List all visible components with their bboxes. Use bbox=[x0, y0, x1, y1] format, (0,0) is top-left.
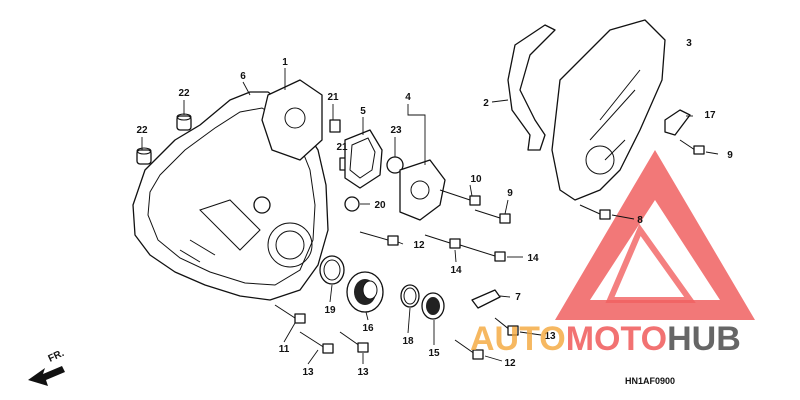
callout-14-left: 14 bbox=[450, 265, 462, 276]
callout-9-middle: 9 bbox=[507, 188, 513, 199]
bolt-14-right bbox=[459, 244, 506, 262]
bolt-9-right bbox=[679, 139, 705, 155]
gasket bbox=[344, 129, 383, 189]
callout-11: 11 bbox=[279, 344, 290, 355]
bolt-11 bbox=[274, 304, 306, 324]
dowel-pin-lower bbox=[136, 147, 152, 165]
bolt-13-right bbox=[494, 317, 519, 336]
callout-4: 4 bbox=[405, 92, 411, 103]
callout-15: 15 bbox=[428, 348, 440, 359]
bolt-12-lower bbox=[454, 339, 484, 360]
callout-7: 7 bbox=[515, 292, 521, 303]
callout-labels: 1 2 3 4 5 6 7 8 9 9 10 11 12 12 13 13 13… bbox=[136, 38, 733, 378]
cover-cap bbox=[261, 79, 323, 161]
callout-19: 19 bbox=[324, 305, 336, 316]
hole-cap-small bbox=[421, 292, 445, 320]
bolt-13-lower-mid bbox=[339, 331, 369, 353]
bolt-14-left bbox=[424, 234, 461, 249]
callout-22-upper: 22 bbox=[178, 88, 190, 99]
callout-3: 3 bbox=[686, 38, 692, 49]
callout-16: 16 bbox=[362, 323, 374, 334]
callout-20: 20 bbox=[374, 200, 386, 211]
callout-14-right: 14 bbox=[527, 253, 539, 264]
bracket bbox=[507, 24, 556, 151]
callout-21-upper: 21 bbox=[327, 92, 339, 103]
callout-12-upper: 12 bbox=[413, 240, 425, 251]
watermark-brand-hub: HUB bbox=[667, 320, 741, 358]
svg-text:AUTOMOTOHUB: AUTOMOTOHUB bbox=[470, 320, 741, 358]
bolt-10 bbox=[439, 189, 481, 206]
direction-label: FR. bbox=[47, 348, 66, 365]
watermark-brand-auto: AUTO bbox=[470, 320, 566, 358]
sprocket-cover bbox=[551, 19, 666, 201]
callout-5: 5 bbox=[360, 106, 366, 117]
bolt-9-middle bbox=[474, 209, 511, 224]
small-bracket bbox=[664, 109, 691, 136]
watermark-logo bbox=[555, 150, 755, 320]
callout-10: 10 bbox=[470, 174, 482, 185]
callout-13-left: 13 bbox=[302, 367, 314, 378]
watermark-brand-moto: MOTO bbox=[566, 320, 667, 358]
callout-2: 2 bbox=[483, 98, 489, 109]
direction-indicator: FR. bbox=[28, 348, 66, 386]
bolt-12-upper bbox=[359, 231, 399, 246]
callout-17: 17 bbox=[704, 110, 716, 121]
callout-18: 18 bbox=[402, 336, 414, 347]
pin-upper bbox=[329, 119, 341, 133]
callout-23: 23 bbox=[390, 125, 402, 136]
callout-8: 8 bbox=[637, 215, 643, 226]
callout-9-right: 9 bbox=[727, 150, 733, 161]
callout-12-lower: 12 bbox=[504, 358, 516, 369]
cover-plate bbox=[399, 159, 446, 221]
leader-lines bbox=[141, 68, 719, 365]
diagram-code: HN1AF0900 bbox=[625, 376, 675, 386]
callout-21-middle: 21 bbox=[336, 142, 348, 153]
hole-cap-large bbox=[346, 271, 384, 313]
callout-6: 6 bbox=[240, 71, 246, 82]
callout-22-lower: 22 bbox=[136, 125, 148, 136]
bolt-13-lower-left bbox=[299, 331, 334, 354]
dowel-pin-upper bbox=[176, 113, 192, 131]
callout-13-right: 13 bbox=[544, 331, 556, 342]
clip bbox=[471, 289, 501, 309]
callout-13-mid: 13 bbox=[357, 367, 369, 378]
watermark-text: AUTOMOTOHUB bbox=[470, 320, 741, 358]
bolt-8 bbox=[579, 204, 611, 220]
callout-1: 1 bbox=[282, 57, 288, 68]
nut bbox=[344, 196, 360, 212]
